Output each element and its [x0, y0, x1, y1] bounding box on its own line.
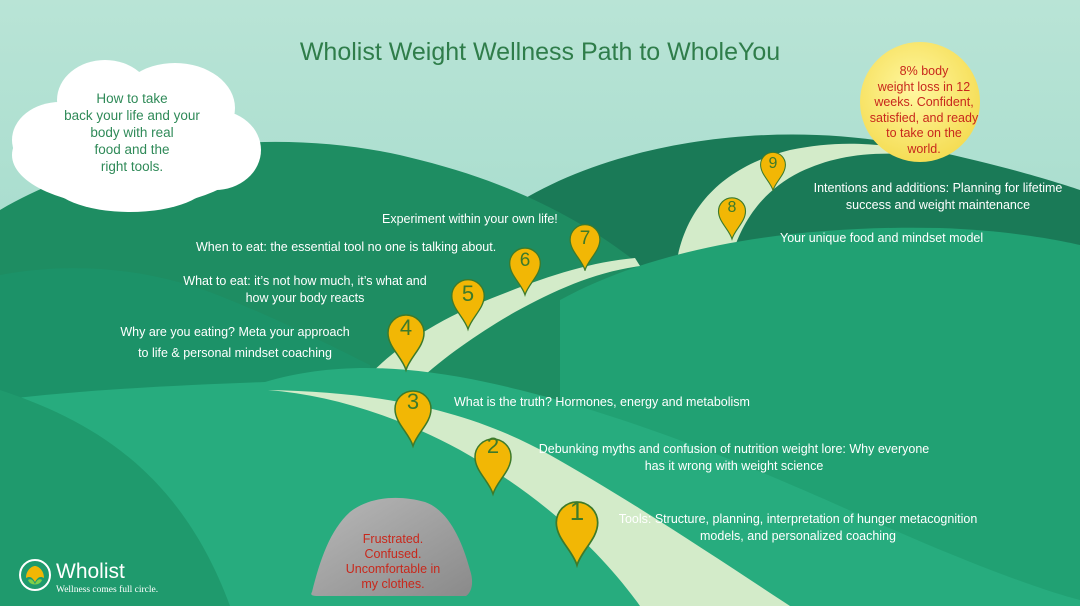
step-9-number: 9 [768, 155, 778, 172]
step-3-description: What is the truth? Hormones, energy and … [454, 394, 750, 411]
step-3-line-1: What is the truth? Hormones, energy and … [454, 395, 750, 409]
map-pin-icon [451, 279, 485, 332]
road-middle [350, 258, 640, 405]
step-7-description: Experiment within your own life! [382, 211, 558, 228]
step-5-line-2: how your body reacts [245, 291, 365, 305]
step-2-number: 2 [486, 433, 500, 458]
start-line: my clothes. [361, 577, 425, 591]
step-5-marker[interactable]: 5 [450, 276, 490, 334]
step-1-description: Tools: Structure, planning, interpretati… [612, 511, 984, 545]
step-5-description: What to eat: it’s not how much, it’s wha… [172, 273, 438, 307]
step-4-marker[interactable]: 4 [386, 310, 426, 373]
goal-line: satisfied, and ready [869, 110, 979, 125]
step-4-number: 4 [399, 315, 413, 340]
step-2-line-2: has it wrong with weight science [644, 459, 824, 473]
step-2-description: Debunking myths and confusion of nutriti… [534, 441, 934, 475]
step-8-description: Your unique food and mindset model [780, 230, 983, 247]
step-7-number: 7 [579, 228, 591, 249]
step-6-marker[interactable]: 6 [508, 245, 548, 303]
step-6-number: 6 [519, 250, 531, 271]
step-6-description: When to eat: the essential tool no one i… [196, 239, 496, 256]
cloud-line: body with real [90, 125, 174, 140]
logo-name: Wholist [56, 560, 125, 583]
sun-icon [860, 42, 980, 162]
step-2-line-1: Debunking myths and confusion of nutriti… [538, 442, 930, 456]
cloud-line: right tools. [100, 159, 164, 174]
map-pin-icon [569, 224, 601, 271]
goal-line: weeks. Confident, [874, 95, 974, 109]
map-pin-icon [474, 438, 512, 497]
step-8-line-1: Your unique food and mindset model [780, 231, 984, 245]
step-7-marker[interactable]: 7 [568, 223, 608, 281]
foreground-slope [0, 390, 230, 606]
step-4-line-2: to life & personal mindset coaching [138, 346, 332, 360]
map-pin-icon [717, 197, 747, 241]
step-9-marker[interactable]: 9 [759, 151, 789, 195]
goal-line: world. [907, 141, 941, 156]
map-pin-icon [387, 314, 425, 373]
step-8-number: 8 [727, 199, 737, 216]
step-9-description: Intentions and additions: Planning for l… [808, 180, 1068, 214]
cloud-line: back your life and your [64, 108, 200, 123]
start-line: Uncomfortable in [345, 562, 441, 576]
step-9-line-1: Intentions and additions: Planning for l… [813, 181, 1063, 195]
step-2-marker[interactable]: 2 [473, 428, 513, 497]
step-3-marker[interactable]: 3 [393, 384, 433, 449]
step-8-marker[interactable]: 8 [717, 195, 747, 241]
cloud-line: food and the [94, 142, 170, 157]
map-pin-icon [509, 247, 541, 297]
map-pin-icon [394, 390, 432, 449]
start-line: Frustrated. [362, 532, 424, 546]
cloud-line: How to take [96, 91, 168, 106]
road-lower [268, 390, 790, 606]
step-3-number: 3 [406, 389, 420, 414]
step-1-line-2: models, and personalized coaching [700, 529, 896, 543]
step-1-marker[interactable]: 1 [554, 490, 600, 569]
goal-caption: 8% body weight loss in 12 weeks. Confide… [864, 64, 984, 157]
map-pin-icon [555, 501, 599, 569]
step-9-line-2: success and weight maintenance [845, 198, 1031, 212]
cloud-caption: How to take back your life and your body… [52, 90, 212, 175]
leaf-circle-icon [19, 559, 51, 591]
start-line: Confused. [364, 547, 422, 561]
goal-line: 8% body [899, 64, 949, 78]
page-title: Wholist Weight Wellness Path to WholeYou [299, 38, 781, 66]
step-6-line-1: When to eat: the essential tool no one i… [196, 240, 497, 254]
step-1-line-1: Tools: Structure, planning, interpretati… [618, 512, 978, 526]
goal-line: to take on the [886, 126, 962, 140]
step-5-line-1: What to eat: it’s not how much, it’s wha… [183, 274, 427, 288]
step-7-line-1: Experiment within your own life! [382, 212, 558, 226]
boulder-icon [311, 497, 473, 596]
step-4-description: Why are you eating? Meta your approach t… [104, 322, 366, 364]
step-1-number: 1 [569, 496, 585, 526]
step-4-line-1: Why are you eating? Meta your approach [120, 325, 350, 339]
goal-line: weight loss in 12 [877, 79, 971, 94]
step-5-number: 5 [461, 281, 475, 306]
start-caption: Frustrated. Confused. Uncomfortable in m… [338, 532, 448, 592]
logo-tagline: Wellness comes full circle. [56, 585, 159, 595]
cloud-icon [12, 60, 261, 212]
map-pin-icon [760, 151, 786, 191]
